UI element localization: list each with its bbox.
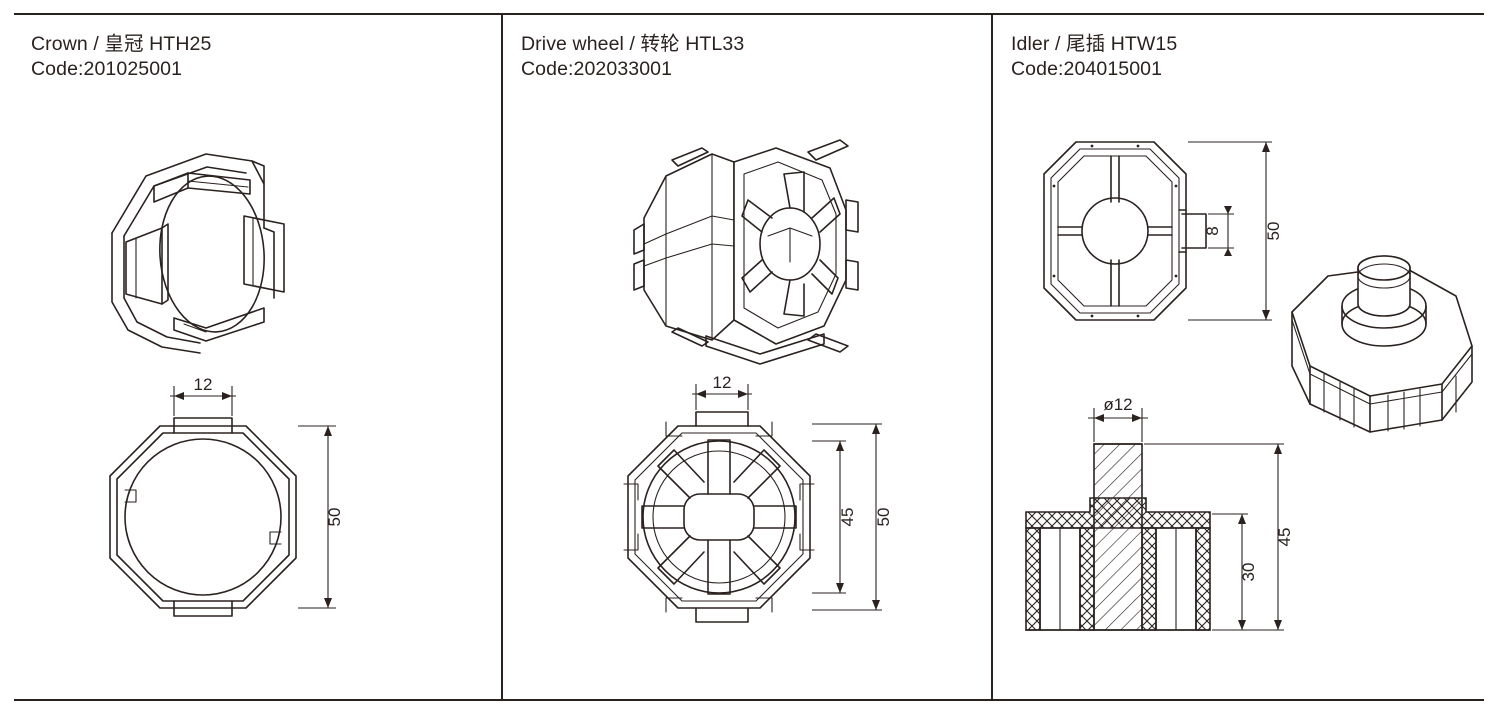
drive-wheel-top-view: 12 45 50 <box>612 373 902 628</box>
idler-width-dim-label: 50 <box>1264 222 1283 241</box>
panel-title-crown: Crown / 皇冠 HTH25 Code:201025001 <box>31 32 211 82</box>
idler-total-height-dim-label: 45 <box>1275 528 1294 547</box>
panel-code-idler: Code:204015001 <box>1011 58 1163 80</box>
panel-code-crown: Code:201025001 <box>31 58 183 80</box>
crown-height-dim-label: 50 <box>325 508 344 527</box>
crown-width-dim-label: 12 <box>194 375 213 394</box>
wheel-inner-dim-label: 45 <box>838 508 857 527</box>
idler-shaft-dia-dim-label: ø12 <box>1103 395 1132 414</box>
drive-wheel-isometric-view <box>608 139 868 370</box>
panel-code-drive-wheel: Code:202033001 <box>521 58 673 80</box>
wheel-width-dim-label: 12 <box>713 373 732 392</box>
idler-top-view: 8 50 <box>1030 126 1310 346</box>
bottom-rule <box>14 699 1484 701</box>
wheel-outer-dim-label: 50 <box>874 508 893 527</box>
top-rule <box>14 13 1484 15</box>
crown-isometric-view <box>88 132 328 362</box>
panel-divider-1 <box>501 13 503 701</box>
panel-title-crown-name: Crown / 皇冠 HTH25 <box>31 33 212 55</box>
idler-isometric-view <box>1284 254 1494 444</box>
panel-title-idler: Idler / 尾插 HTW15 Code:204015001 <box>1011 32 1177 82</box>
idler-section-view: ø12 30 45 <box>1022 386 1312 636</box>
panel-title-drive-wheel-name: Drive wheel / 转轮 HTL33 <box>521 33 745 55</box>
panel-divider-2 <box>991 13 993 701</box>
panel-title-idler-name: Idler / 尾插 HTW15 <box>1011 33 1178 55</box>
idler-tab-dim-label: 8 <box>1203 226 1222 235</box>
crown-top-view: 12 50 <box>88 375 358 628</box>
idler-body-height-dim-label: 30 <box>1239 563 1258 582</box>
panel-title-drive-wheel: Drive wheel / 转轮 HTL33 Code:202033001 <box>521 32 744 82</box>
